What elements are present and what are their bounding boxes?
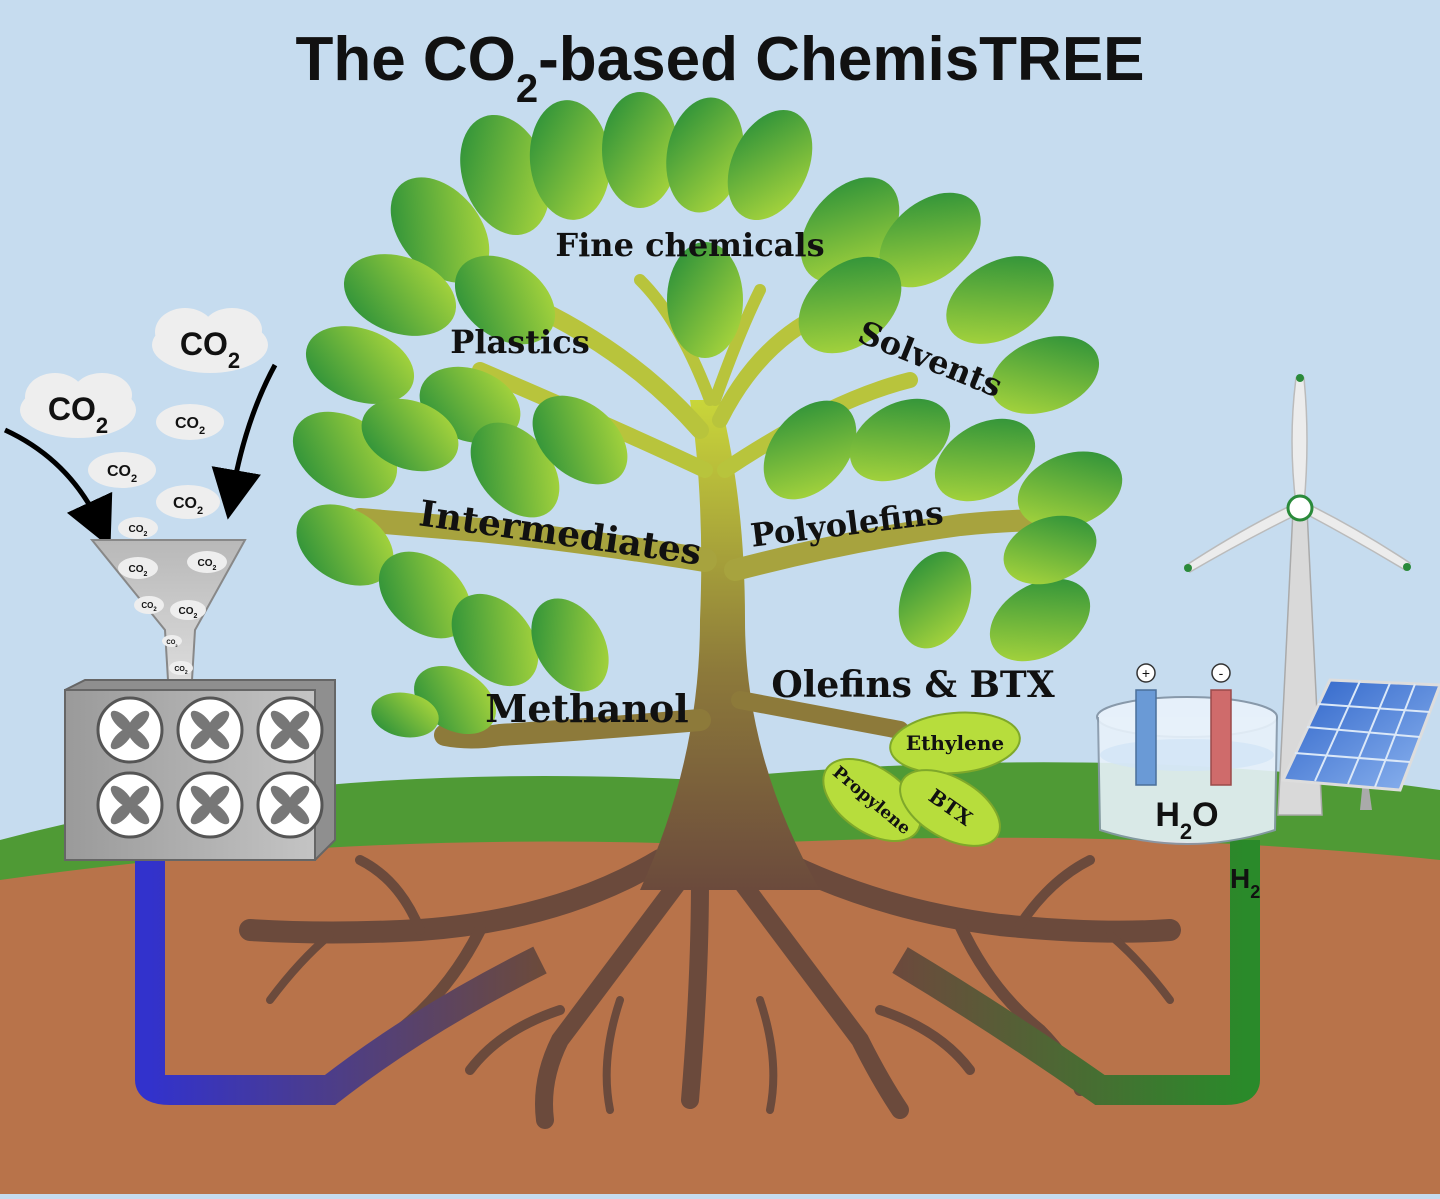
solar-panel-icon — [1280, 678, 1440, 810]
minus-sign: - — [1219, 665, 1224, 681]
soil — [0, 837, 1440, 1194]
co2-cloud-label: CO2 — [107, 463, 137, 485]
cloud-icon: CO2 — [169, 661, 193, 676]
leaf — [879, 192, 981, 288]
page-title: The CO2-based ChemisTREE — [295, 25, 1144, 111]
leaf — [934, 418, 1036, 502]
co2-capture-funnel: CO2 CO2 CO2 CO2 CO2 CO2 — [89, 539, 247, 681]
cloud-icon: CO2 — [134, 596, 164, 614]
ethylene-leaf — [889, 711, 1021, 775]
leaf — [1003, 515, 1097, 585]
leaf — [378, 551, 472, 639]
fan-icon — [96, 696, 164, 764]
direct-air-capture-unit — [64, 679, 336, 861]
ethylene-label: Ethylene — [906, 731, 1004, 755]
leaf — [798, 256, 902, 354]
arrow-icon — [211, 363, 278, 520]
hydrogen-label: H2 — [1230, 863, 1260, 902]
co2-cloud-label: CO2 — [175, 415, 205, 437]
tree-roots — [239, 849, 1181, 1129]
co2-cloud-label: CO2 — [129, 524, 148, 538]
co2-cloud-label: CO2 — [48, 391, 108, 438]
leaf — [460, 114, 550, 236]
co2-pipe — [135, 850, 547, 1105]
leaf — [470, 422, 560, 518]
leaf — [343, 254, 457, 336]
cloud-icon: CO2 — [118, 517, 158, 539]
propylene-leaf — [822, 757, 922, 843]
fan-icon — [176, 771, 244, 839]
leaf — [990, 336, 1100, 414]
cloud-icon: CO2 — [20, 373, 136, 438]
svg-text:CO2: CO2 — [141, 601, 157, 613]
leaf — [898, 551, 972, 649]
h2-pipe — [892, 840, 1260, 1105]
fan-icon — [176, 696, 244, 764]
co2-cloud-label: CO2 — [173, 495, 203, 517]
fan-icon — [256, 696, 324, 764]
leaf — [454, 255, 556, 345]
svg-text:CO2: CO2 — [166, 640, 178, 648]
cloud-icon: CO2 — [187, 551, 227, 573]
leaf — [800, 177, 900, 283]
cloud-icon: CO2 — [88, 452, 156, 488]
label-fine-chemicals: Fine chemicals — [555, 226, 824, 264]
product-leaves: Ethylene Propylene BTX — [822, 711, 1021, 847]
svg-text:CO2: CO2 — [174, 666, 188, 676]
label-plastics: Plastics — [450, 323, 589, 361]
co2-cloud-label: CO2 — [180, 326, 240, 373]
cloud-icon: CO2 — [170, 600, 206, 620]
svg-text:CO2: CO2 — [179, 606, 198, 620]
leaf — [666, 97, 744, 213]
anode — [1135, 689, 1157, 786]
leaf — [531, 598, 609, 692]
leaf — [529, 100, 611, 220]
leaf — [667, 242, 743, 358]
tree-leaves — [292, 92, 1123, 738]
leaf — [296, 504, 394, 586]
cloud-icon: CO2 — [118, 557, 158, 579]
fan-icon — [96, 771, 164, 839]
leaf — [390, 177, 490, 283]
label-methanol: Methanol — [485, 686, 688, 731]
leaf — [1017, 451, 1123, 529]
leaf — [602, 92, 678, 208]
leaf — [371, 692, 439, 738]
btx-leaf — [899, 769, 1001, 847]
leaf — [849, 398, 951, 482]
leaf — [763, 400, 857, 500]
electrolyzer: + - H2O — [1096, 663, 1278, 845]
cloud-icon: CO2 — [156, 404, 224, 440]
svg-text:CO2: CO2 — [198, 558, 217, 572]
water-label: H2O — [1155, 796, 1218, 844]
fan-icon — [256, 771, 324, 839]
arrow-icon — [3, 427, 113, 548]
leaf — [451, 593, 539, 687]
co2-clouds: CO2 CO2 CO2 CO2 CO2 CO2 — [20, 308, 268, 539]
svg-text:CO2: CO2 — [129, 564, 148, 578]
leaf — [727, 110, 813, 220]
cloud-icon: CO2 — [162, 635, 182, 648]
leaf — [305, 326, 415, 404]
leaf — [532, 395, 628, 485]
tree-trunk — [640, 400, 820, 890]
leaf — [946, 256, 1054, 344]
label-olefins-btx: Olefins & BTX — [771, 664, 1054, 706]
leaf — [361, 398, 459, 472]
plus-sign: + — [1142, 665, 1150, 681]
cathode — [1210, 689, 1232, 786]
cloud-icon: CO2 — [152, 308, 268, 373]
leaf — [989, 578, 1091, 662]
cloud-icon: CO2 — [156, 485, 220, 519]
